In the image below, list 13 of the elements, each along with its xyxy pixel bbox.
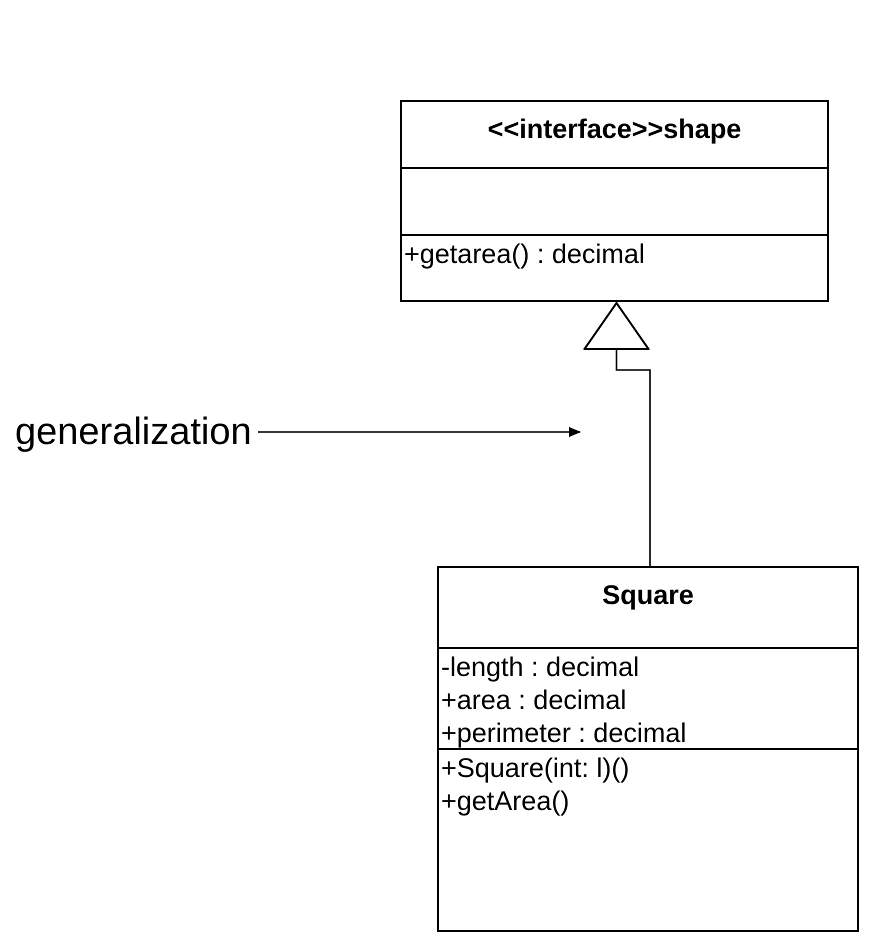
- method-text: +Square(int: l)(): [441, 752, 630, 785]
- class-name: <<interface>>shape: [486, 113, 742, 145]
- class-box: [437, 566, 859, 932]
- method-text: +getArea(): [441, 785, 570, 818]
- attribute-text: -length : decimal: [441, 651, 640, 684]
- annotation-text: generalization: [15, 410, 252, 454]
- method-text: +getarea() : decimal: [404, 238, 646, 271]
- arrow: [258, 427, 581, 437]
- generalization-arrow: [584, 302, 651, 566]
- attribute-text: +area : decimal: [441, 684, 628, 717]
- class-name: Square: [601, 579, 695, 611]
- attribute-text: +perimeter : decimal: [441, 717, 688, 750]
- class-box: [400, 100, 829, 302]
